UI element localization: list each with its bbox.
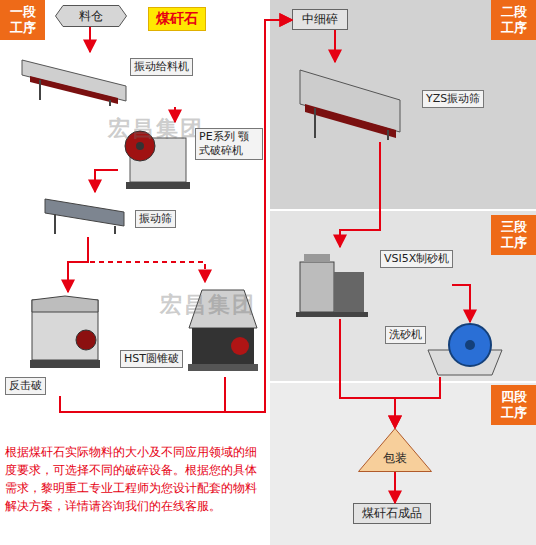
machine-node: PE系列 颚式破碎机 bbox=[118, 122, 266, 192]
stage-badge: 二段 工序 bbox=[491, 0, 536, 40]
washer-hub bbox=[465, 340, 475, 350]
flow-arrow bbox=[68, 237, 88, 292]
material-box: 煤矸石 bbox=[148, 7, 206, 31]
bin-shape bbox=[56, 6, 127, 27]
machine-node: 反击破 bbox=[4, 292, 104, 396]
material-box-text: 煤矸石 bbox=[156, 10, 198, 28]
triangle-outline bbox=[358, 428, 432, 472]
flow-arrow bbox=[394, 472, 396, 503]
machine-label: 反击破 bbox=[5, 377, 46, 395]
machine-label: YZS振动筛 bbox=[422, 90, 484, 108]
flow-arrow bbox=[88, 237, 205, 282]
jaw-hub bbox=[136, 142, 144, 150]
process-box-text: 中细碎 bbox=[302, 11, 338, 28]
screen-leg bbox=[54, 214, 56, 234]
note-text: 根据煤矸石实际物料的大小及不同应用领域的细度要求，可选择不同的破碎设备。根据您的… bbox=[5, 443, 267, 515]
flow-arrow bbox=[340, 319, 395, 428]
stage-badge: 三段 工序 bbox=[491, 215, 536, 255]
flow-arrow bbox=[334, 30, 336, 62]
machine-node: HST圆锥破 bbox=[118, 282, 263, 377]
machine-label: PE系列 颚式破碎机 bbox=[195, 128, 263, 160]
machine-node: VSI5X制砂机 bbox=[292, 247, 452, 319]
watermark: 宏昌集团 bbox=[160, 290, 256, 320]
bin-label: 料仓 bbox=[79, 8, 103, 25]
machine-label: HST圆锥破 bbox=[120, 350, 183, 368]
flow-arrow bbox=[60, 20, 292, 412]
feeder-frame bbox=[30, 76, 118, 104]
stage-badge-text: 二段 工序 bbox=[495, 4, 532, 36]
product-box: 煤矸石成品 bbox=[353, 503, 431, 524]
flow-arrow bbox=[95, 170, 118, 192]
stage-badge-text: 四段 工序 bbox=[495, 389, 532, 421]
vsi-base bbox=[296, 312, 368, 317]
impact-rotor bbox=[76, 330, 96, 350]
stage-band bbox=[270, 211, 536, 381]
machine-label: 振动筛 bbox=[135, 210, 176, 228]
triangle-shape bbox=[359, 429, 432, 472]
washer-wheel bbox=[449, 324, 491, 366]
machine-node: 洗砂机 bbox=[383, 322, 505, 377]
vsi-body bbox=[300, 262, 334, 312]
machine-label: VSI5X制砂机 bbox=[380, 250, 453, 268]
stage-band bbox=[270, 383, 536, 545]
yzs-leg bbox=[314, 108, 316, 138]
stage-badge-text: 一段 工序 bbox=[4, 4, 41, 36]
bin-box: 料仓 bbox=[55, 5, 127, 27]
watermark: 宏昌集团 bbox=[108, 114, 204, 144]
process-box: 中细碎 bbox=[292, 9, 348, 30]
machine-node: 振动筛 bbox=[38, 192, 186, 237]
vsi-inlet bbox=[304, 254, 330, 262]
yzs-leg bbox=[387, 130, 389, 140]
cone-crusher-base bbox=[188, 364, 258, 371]
stage-badge: 一段 工序 bbox=[0, 0, 45, 40]
machine-node: YZS振动筛 bbox=[292, 62, 487, 142]
machine-label: 振动给料机 bbox=[130, 58, 193, 76]
stage-badge: 四段 工序 bbox=[491, 385, 536, 425]
flow-arrow bbox=[395, 377, 440, 428]
feeder-leg bbox=[39, 80, 41, 100]
feeder-leg bbox=[109, 100, 111, 106]
cone-crusher-pulley bbox=[231, 337, 249, 355]
stage-band bbox=[270, 0, 536, 209]
stage-badge-text: 三段 工序 bbox=[495, 219, 532, 251]
flow-arrow bbox=[452, 285, 470, 322]
vsi-motor bbox=[334, 272, 364, 312]
impact-crusher-hood bbox=[32, 296, 98, 312]
machine-node: 振动给料机 bbox=[18, 52, 198, 107]
screen-deck bbox=[45, 199, 124, 226]
flow-arrow bbox=[225, 20, 292, 412]
flow-arrow bbox=[89, 27, 91, 52]
screen-leg bbox=[114, 226, 116, 234]
packing-label: 包装 bbox=[358, 450, 432, 467]
jaw-base bbox=[126, 182, 190, 189]
cone-crusher-frame bbox=[192, 328, 254, 364]
machine-label: 洗砂机 bbox=[385, 326, 426, 344]
packing-triangle: 包装 bbox=[358, 428, 432, 472]
impact-base bbox=[30, 360, 100, 368]
product-box-text: 煤矸石成品 bbox=[362, 505, 422, 522]
yzs-screen-frame bbox=[305, 104, 396, 138]
flow-arrow bbox=[340, 142, 380, 247]
